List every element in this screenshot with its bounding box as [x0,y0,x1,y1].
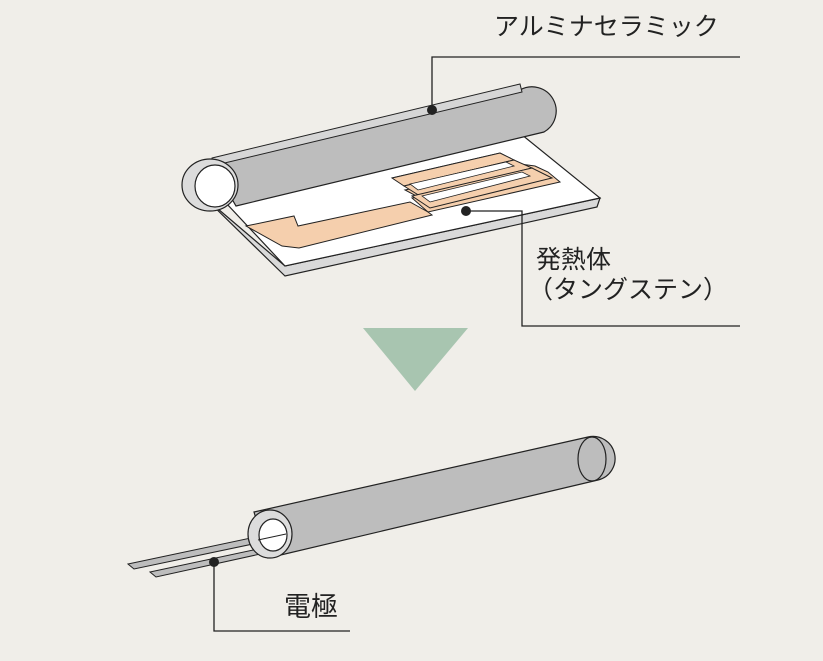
label-heating-element-line2: （タングステン） [528,275,729,304]
label-alumina-ceramic: アルミナセラミック [494,12,719,41]
tube-body [253,435,616,559]
electrode-leader [209,557,350,632]
process-arrow [363,328,468,391]
electrode-leader-dot [209,557,219,567]
label-electrode: 電極 [284,592,338,623]
finished-heater-tube [126,435,616,578]
tube-far-end [577,436,607,482]
label-heating-element-line1: 発熱体 [536,245,612,274]
rolled-cylinder-body [211,86,557,207]
sheet-thickness [203,196,601,277]
tube-near-end-inner [258,518,288,552]
unrolled-ceramic-sheet [181,83,602,277]
heater-leader [461,206,740,327]
label-heating-element: 発熱体 （タングステン） [528,245,728,305]
cylinder-end-inner [194,164,236,208]
alumina-leader [427,56,740,115]
heater-coil-gap-2 [421,171,532,203]
alumina-leader-dot [427,105,437,115]
heater-leader-dot [461,206,471,216]
tube-bore-line [257,533,287,541]
heater-coil-gap-1 [409,161,516,191]
